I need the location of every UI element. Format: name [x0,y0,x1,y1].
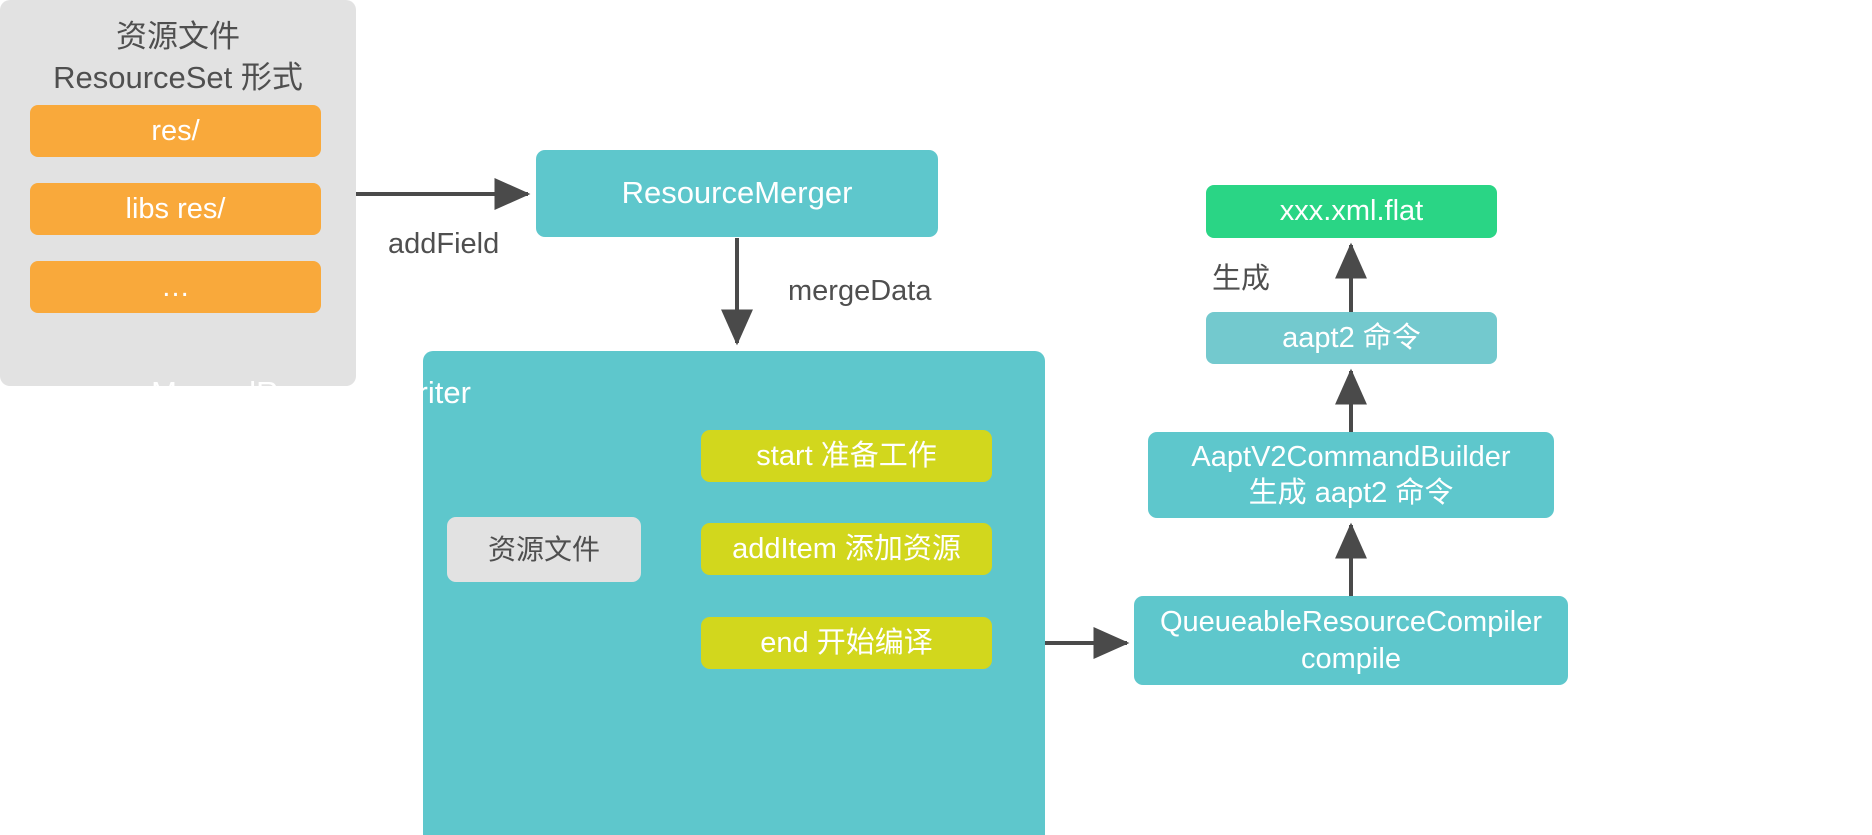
merged-resource-writer-title: MergedResourceWriter [151,375,471,410]
node-queueable-resource-compiler[interactable]: QueueableResourceCompiler compile [1134,596,1568,685]
resource-set-item-res[interactable]: res/ [30,105,321,157]
step-end-start-compile[interactable]: end 开始编译 [701,617,992,669]
node-aaptv2-command-builder[interactable]: AaptV2CommandBuilder 生成 aapt2 命令 [1148,432,1554,518]
step-additem-add-resource[interactable]: addItem 添加资源 [701,523,992,575]
node-resource-merger[interactable]: ResourceMerger [536,150,938,237]
resource-set-item-libs-res[interactable]: libs res/ [30,183,321,235]
node-aapt2-command[interactable]: aapt2 命令 [1206,312,1497,364]
node-xml-flat-output[interactable]: xxx.xml.flat [1206,185,1497,238]
resource-set-panel-title: 资源文件 ResourceSet 形式 [53,19,303,96]
resource-set-item-more[interactable]: … [30,261,321,313]
step-start-prepare[interactable]: start 准备工作 [701,430,992,482]
merged-resource-writer-panel [423,351,1045,835]
edge-label-sheng-cheng: 生成 [1212,263,1271,295]
edge-label-add-field: addField [388,228,500,260]
node-resource-file-input[interactable]: 资源文件 [447,517,641,582]
edge-label-merge-data: mergeData [788,275,932,307]
